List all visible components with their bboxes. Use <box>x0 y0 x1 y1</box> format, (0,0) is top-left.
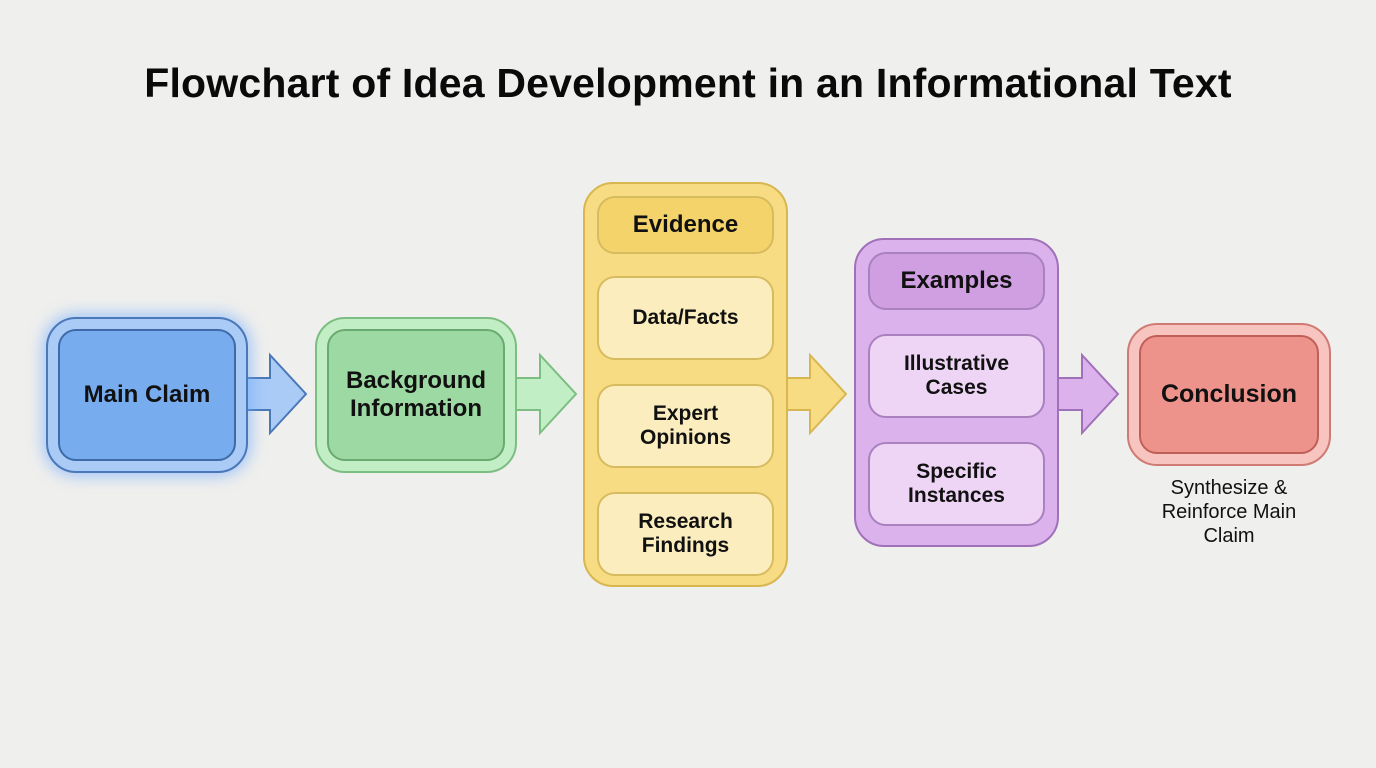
conclusion-caption: Synthesize & Reinforce Main Claim <box>1161 477 1297 547</box>
examples-heading: Examples <box>868 252 1045 310</box>
arrow-right-icon <box>245 352 308 436</box>
examples-group: Examples Illustrative Cases Specific Ins… <box>854 238 1059 547</box>
diagram-title: Flowchart of Idea Development in an Info… <box>144 60 1232 106</box>
background-label: Background Information <box>327 329 505 461</box>
examples-item-illustrative-cases: Illustrative Cases <box>868 334 1045 418</box>
conclusion-node: Conclusion <box>1127 323 1331 466</box>
arrow-right-icon <box>514 352 578 436</box>
evidence-heading: Evidence <box>597 196 774 254</box>
evidence-item-research-findings: Research Findings <box>597 492 774 576</box>
arrow-right-icon <box>1056 352 1120 436</box>
evidence-item-data-facts: Data/Facts <box>597 276 774 360</box>
evidence-group: Evidence Data/Facts Expert Opinions Rese… <box>583 182 788 587</box>
main-claim-node: Main Claim <box>46 317 248 473</box>
arrow-right-icon <box>785 352 848 436</box>
examples-item-specific-instances: Specific Instances <box>868 442 1045 526</box>
conclusion-label: Conclusion <box>1139 335 1319 454</box>
evidence-item-expert-opinions: Expert Opinions <box>597 384 774 468</box>
main-claim-label: Main Claim <box>58 329 236 461</box>
background-node: Background Information <box>315 317 517 473</box>
